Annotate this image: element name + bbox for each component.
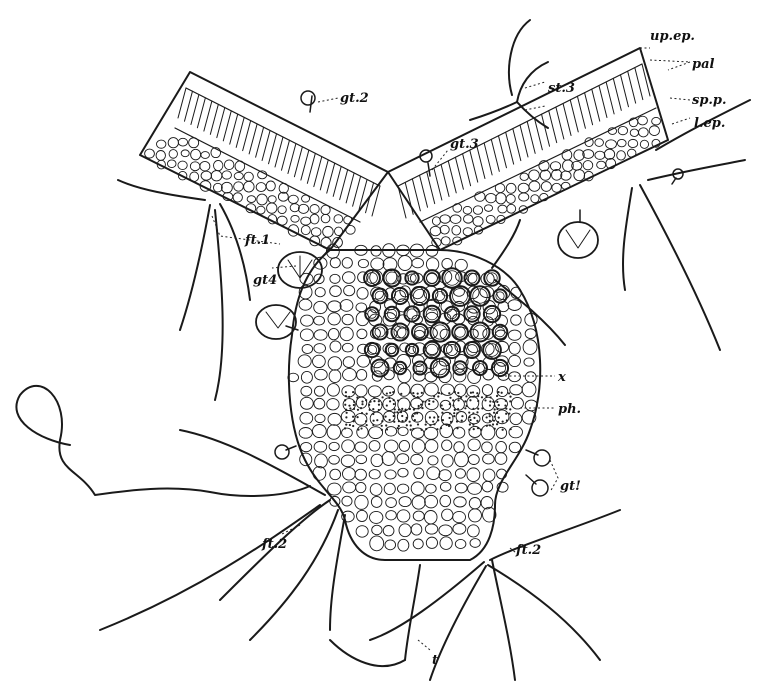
filiform-trichomes (16, 100, 750, 680)
label-phloem: ph. (558, 402, 581, 417)
label-spongy-parenchyma: sp.p. (692, 93, 727, 108)
glandular-trichome-right-wing (558, 210, 598, 258)
label-upper-epidermis: up.ep. (650, 29, 695, 44)
label-st3: st.3 (548, 81, 575, 96)
label-gt4: gt4 (253, 273, 277, 288)
glandular-trichome-gt4 (278, 248, 330, 288)
midrib (288, 244, 540, 560)
spongy-parenchyma-left (145, 138, 356, 249)
glandular-trichome-left-mid (275, 445, 296, 459)
label-gt2: gt.2 (340, 91, 369, 106)
glandular-trichome-gt2 (301, 91, 315, 112)
label-ft2-left: ft.2 (261, 537, 287, 552)
glandular-trichome-lower-right-epidermis (672, 169, 683, 184)
glandular-trichome-gt1 (526, 450, 550, 496)
label-t: t (432, 653, 438, 668)
label-xylem: x (557, 370, 566, 385)
xylem-vessels (364, 268, 508, 377)
label-lower-epidermis: l.ep. (694, 116, 725, 131)
label-gt3: gt.3 (450, 137, 479, 152)
label-palisade: pal (692, 57, 715, 72)
label-gt1: gt! (560, 479, 581, 494)
palisade-layer-right (398, 64, 650, 218)
label-ft1: ft.1 (244, 233, 270, 248)
phloem-tissue (344, 391, 512, 431)
label-ft2-right: ft.2 (515, 543, 541, 558)
